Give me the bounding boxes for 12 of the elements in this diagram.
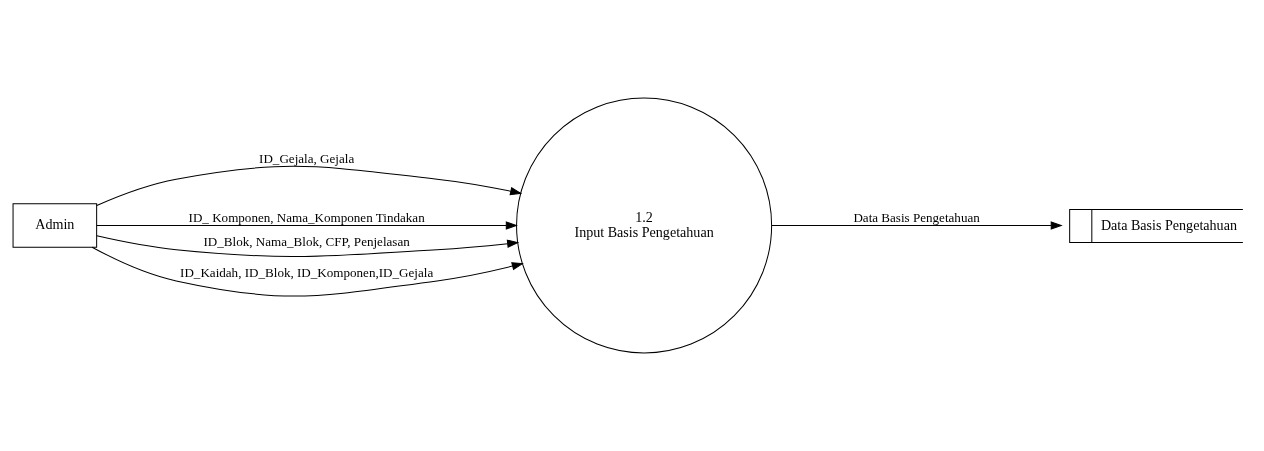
edge-label: ID_Blok, Nama_Blok, CFP, Penjelasan: [203, 234, 410, 250]
edge-label: ID_Gejala, Gejala: [259, 151, 355, 167]
arrow: [91, 246, 524, 297]
node-box: Admin: [12, 203, 98, 248]
edge-label: ID_Kaidah, ID_Blok, ID_Komponen,ID_Gejala: [180, 265, 434, 281]
arrow: [96, 235, 520, 258]
arrow: [771, 221, 1063, 230]
arrow: [96, 165, 523, 206]
edge-label: ID_ Komponen, Nama_Komponen Tindakan: [188, 209, 425, 225]
arrow: [96, 221, 518, 230]
edge-label: Data Basis Pengetahuan: [853, 209, 980, 225]
node-circle: 1.2 Input Basis Pengetahuan: [516, 97, 773, 354]
